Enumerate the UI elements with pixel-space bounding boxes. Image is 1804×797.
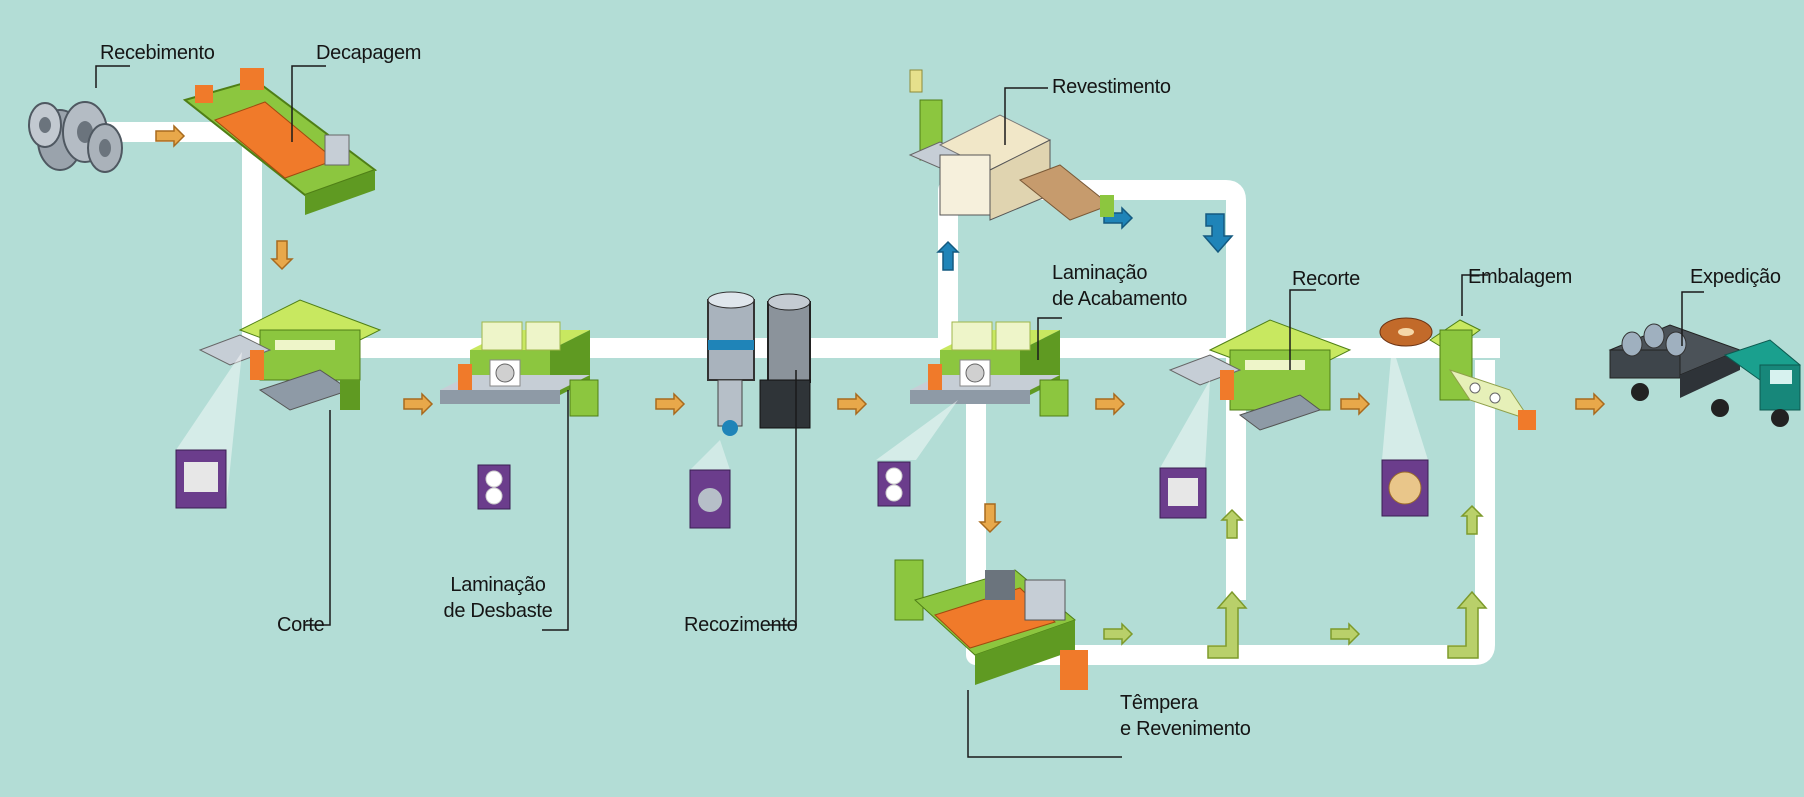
rolling-detail-callout	[477, 464, 511, 510]
label-corte: Corte	[277, 614, 325, 636]
annealing-furnace-icon	[707, 291, 811, 436]
truck-icon	[1608, 323, 1801, 427]
label-recebimento: Recebimento	[100, 42, 215, 64]
packaging-icon	[1379, 317, 1536, 430]
flow-arrows	[155, 125, 1605, 659]
label-recozimento: Recozimento	[684, 614, 798, 636]
leader-lines	[95, 65, 1704, 758]
label-embalagem: Embalagem	[1468, 266, 1573, 288]
tempering-line-icon	[894, 559, 1088, 690]
annealing-detail-callout	[689, 440, 731, 529]
label-recorte: Recorte	[1292, 268, 1360, 290]
finishing-detail-callout	[876, 400, 958, 507]
packaging-detail-callout	[1381, 345, 1429, 517]
rolling-mill-icon	[439, 321, 599, 417]
slitting-machine-icon	[1168, 319, 1352, 431]
coil-icon	[28, 101, 123, 173]
label-expedicao: Expedição	[1690, 266, 1781, 288]
finishing-mill-icon	[909, 321, 1069, 417]
pickling-line-icon	[182, 68, 378, 215]
slitting-detail-callout	[1159, 380, 1210, 519]
shear-machine-icon	[198, 299, 382, 411]
shear-detail-callout	[175, 352, 242, 509]
coating-line-icon	[908, 69, 1114, 221]
label-decapagem: Decapagem	[316, 42, 422, 64]
label-revestimento: Revestimento	[1052, 76, 1171, 98]
